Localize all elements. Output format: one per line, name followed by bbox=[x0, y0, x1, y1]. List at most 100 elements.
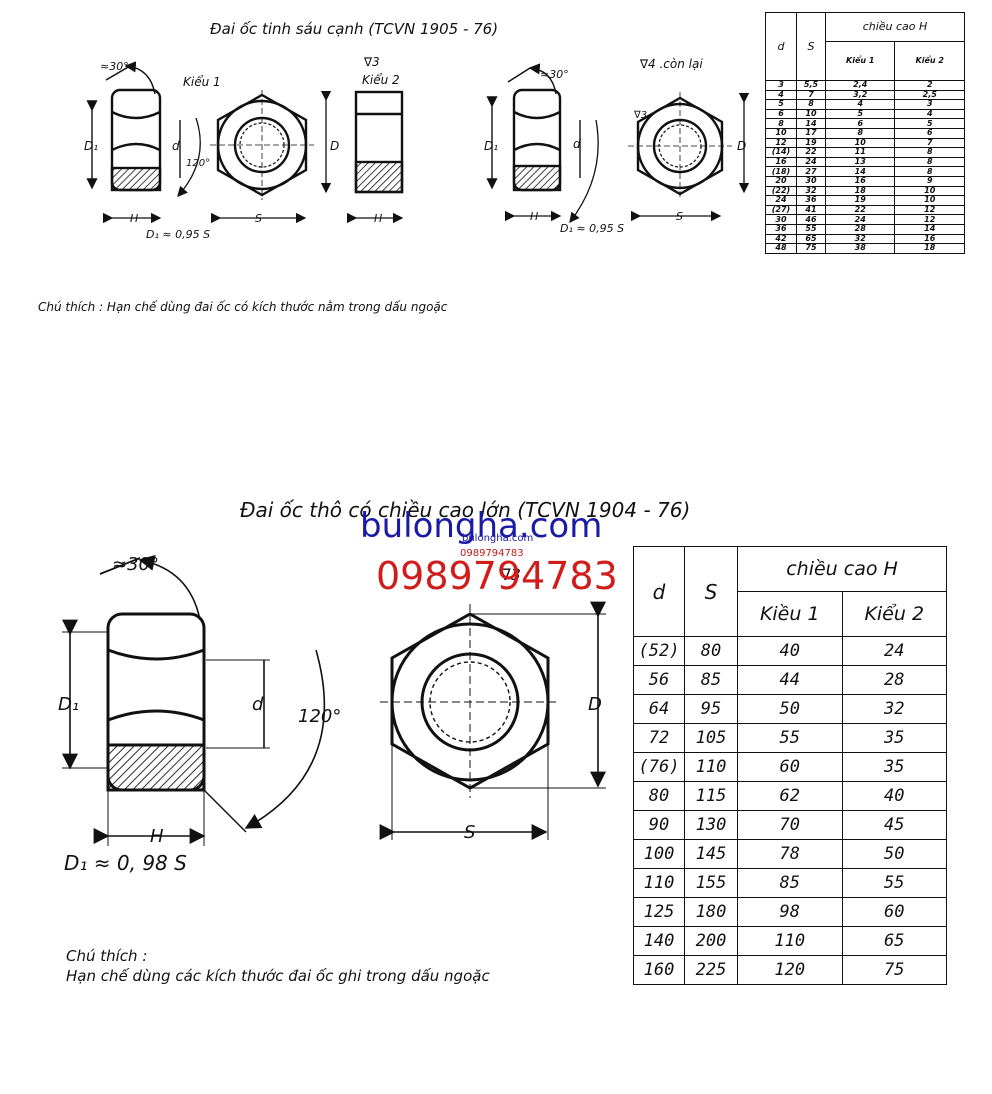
watermark-site-small: bulongha.com bbox=[462, 533, 534, 544]
t2-cell-k1: 40 bbox=[737, 636, 843, 666]
t1-cell-d: 48 bbox=[765, 243, 797, 254]
t2-cell-s: 95 bbox=[684, 694, 738, 724]
S-label-a: S bbox=[255, 212, 262, 225]
t1-cell-d: 6 bbox=[765, 108, 797, 120]
H-label-d: H bbox=[150, 826, 164, 847]
t2-cell-k2: 55 bbox=[841, 868, 947, 898]
nut4-side-view bbox=[106, 612, 206, 792]
angle120-label-a: 120° bbox=[186, 158, 210, 169]
d-label-c: d bbox=[252, 694, 264, 715]
t2-cell-s: 225 bbox=[684, 955, 738, 985]
t2-cell-s: 130 bbox=[684, 810, 738, 840]
t2-cell-k2: 75 bbox=[841, 955, 947, 985]
t2-cell-k1: 50 bbox=[737, 694, 843, 724]
section2-title: Đai ốc thô có chiều cao lớn (TCVN 1904 -… bbox=[240, 498, 691, 522]
rough3b-label: ∇3 bbox=[633, 110, 647, 121]
nut2-side-view bbox=[354, 90, 404, 194]
t1-cell-d: 16 bbox=[765, 156, 797, 168]
H-label-c: H bbox=[530, 210, 538, 223]
S-label-b: S bbox=[676, 210, 683, 223]
t1-cell-d: 36 bbox=[765, 223, 797, 235]
section1-drawings: ≈30° Kiểu 1 D₁ d 120° H D₁ ≈ 0,95 S D S … bbox=[84, 55, 750, 241]
t2-cell-d: 125 bbox=[633, 897, 685, 927]
t2-cell-k1: 60 bbox=[737, 752, 843, 782]
t1-cell-k1: 16 bbox=[824, 175, 896, 187]
t1-cell-k1: 8 bbox=[824, 127, 896, 139]
section2-note: Chú thích : Hạn chế dùng các kích thước … bbox=[66, 946, 490, 986]
angle30-label-a: ≈30° bbox=[100, 60, 129, 73]
kieu2-label: Kiểu 2 bbox=[362, 73, 400, 87]
t2-cell-k1: 120 bbox=[737, 955, 843, 985]
angle30-label-b: ≈30° bbox=[540, 68, 569, 81]
t2-cell-k1: 110 bbox=[737, 926, 843, 956]
t1-cell-s: 46 bbox=[796, 214, 826, 225]
t1-cell-k1: 22 bbox=[824, 204, 896, 216]
t1-cell-k1: 38 bbox=[824, 243, 896, 254]
rough4-label: ∇4 .còn lại bbox=[639, 57, 703, 71]
t1-head-k2: Kiểu 2 bbox=[894, 41, 965, 81]
D-label-c: D bbox=[588, 694, 602, 715]
t1-cell-s: 7 bbox=[796, 89, 826, 101]
t1-cell-d: 10 bbox=[765, 127, 797, 139]
t2-cell-d: 72 bbox=[633, 723, 685, 753]
t1-cell-s: 19 bbox=[796, 137, 826, 149]
t2-cell-s: 200 bbox=[684, 926, 738, 956]
nut3-side-view bbox=[512, 88, 562, 192]
t1-cell-s: 27 bbox=[796, 166, 826, 177]
t2-cell-s: 155 bbox=[684, 868, 738, 898]
t1-cell-k2: 12 bbox=[894, 214, 965, 225]
t2-cell-d: 140 bbox=[633, 926, 685, 956]
t2-cell-d: 64 bbox=[633, 694, 685, 724]
t1-cell-k2: 8 bbox=[894, 147, 965, 158]
t2-cell-d: 56 bbox=[633, 665, 685, 695]
t1-cell-s: 22 bbox=[796, 147, 826, 158]
t1-head-d: d bbox=[765, 12, 797, 81]
t2-cell-k2: 50 bbox=[841, 839, 947, 869]
section1-title: Đai ốc tinh sáu cạnh (TCVN 1905 - 76) bbox=[210, 20, 499, 38]
t2-head-k1: Kiều 1 bbox=[737, 591, 843, 637]
t1-cell-k1: 3,2 bbox=[824, 89, 896, 101]
t1-cell-k1: 10 bbox=[824, 137, 896, 149]
t1-cell-s: 30 bbox=[796, 175, 826, 187]
H-label-b: H bbox=[374, 212, 382, 225]
t2-cell-k2: 35 bbox=[841, 723, 947, 753]
t2-cell-k1: 70 bbox=[737, 810, 843, 840]
t2-cell-k2: 65 bbox=[841, 926, 947, 956]
t2-cell-d: 90 bbox=[633, 810, 685, 840]
t1-cell-k1: 5 bbox=[824, 108, 896, 120]
t1-cell-k1: 18 bbox=[824, 185, 896, 197]
t2-cell-k2: 24 bbox=[841, 636, 947, 666]
t1-cell-d: 4 bbox=[765, 89, 797, 101]
t1-cell-k1: 11 bbox=[824, 147, 896, 158]
t2-head-s: S bbox=[684, 546, 738, 637]
t1-cell-k1: 14 bbox=[824, 166, 896, 177]
t2-cell-d: 80 bbox=[633, 781, 685, 811]
t2-cell-k1: 62 bbox=[737, 781, 843, 811]
t2-cell-k2: 32 bbox=[841, 694, 947, 724]
t1-cell-k1: 4 bbox=[824, 99, 896, 110]
t1-cell-d: (27) bbox=[765, 204, 797, 216]
t2-cell-s: 105 bbox=[684, 723, 738, 753]
section2-note-line2: Hạn chế dùng các kích thước đai ốc ghi t… bbox=[66, 967, 490, 985]
kieu1-label: Kiểu 1 bbox=[183, 75, 221, 89]
t1-cell-k1: 28 bbox=[824, 223, 896, 235]
t1-cell-k2: 6 bbox=[894, 127, 965, 139]
t1-cell-k2: 3 bbox=[894, 99, 965, 110]
t1-cell-k2: 10 bbox=[894, 185, 965, 197]
t2-cell-k2: 45 bbox=[841, 810, 947, 840]
t1-cell-k2: 2 bbox=[894, 80, 965, 91]
section2-drawings: ≈30° D₁ d 120° H D₁ ≈ 0, 98 S D S ∇3 bbox=[58, 554, 606, 875]
t1-cell-k1: 2,4 bbox=[824, 80, 896, 91]
